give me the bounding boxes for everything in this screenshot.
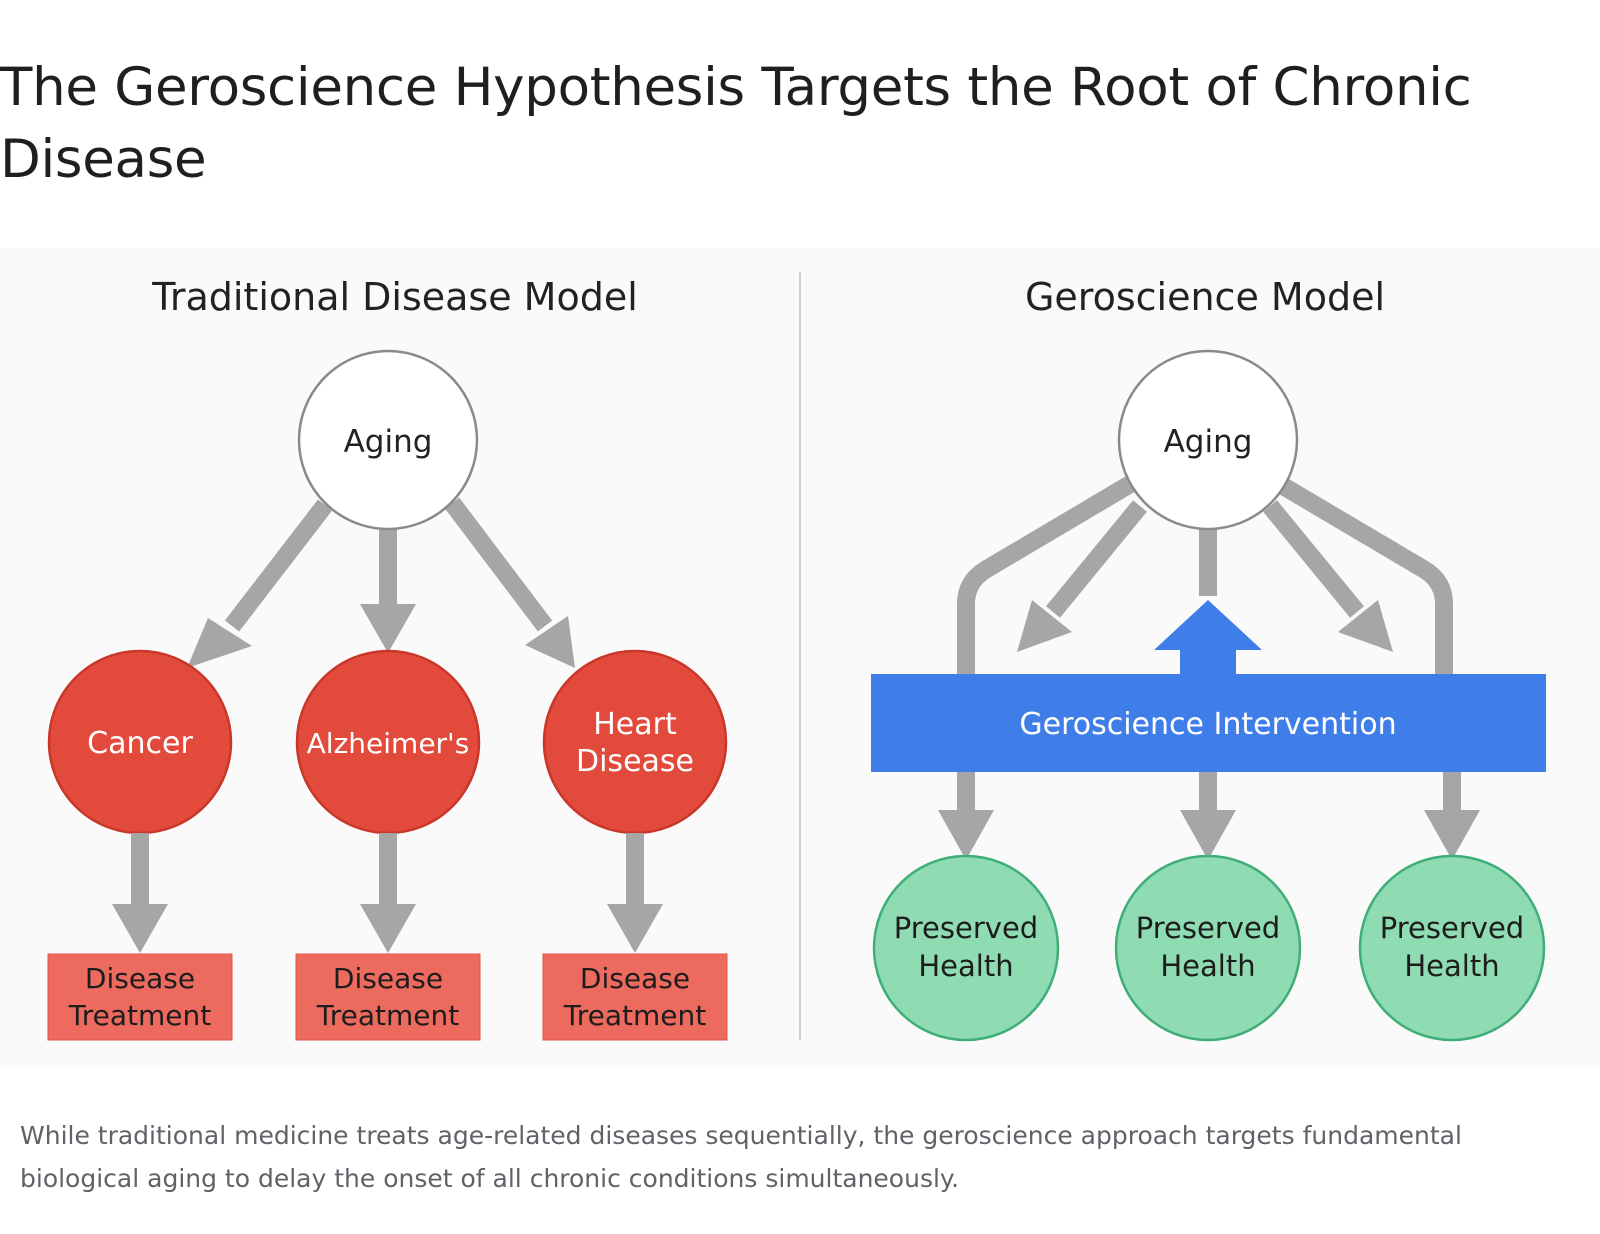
- right-outcome-arrows: [938, 772, 1480, 860]
- disease-label: Alzheimer's: [307, 727, 470, 760]
- diagram-canvas: Traditional Disease Model Aging Cancer A…: [47, 272, 1546, 1042]
- intervention-bar: Geroscience Intervention: [871, 674, 1546, 772]
- arrowhead-treatment: [607, 904, 663, 953]
- health-label: Health: [1160, 949, 1255, 983]
- arrowhead-outcome: [1424, 810, 1480, 860]
- page-title: The Geroscience Hypothesis Targets the R…: [0, 57, 1472, 190]
- treatment-label: Treatment: [316, 999, 459, 1032]
- treatment-label: Disease: [580, 962, 690, 995]
- health-node: Preserved Health: [872, 854, 1060, 1042]
- disease-node: Heart Disease: [542, 649, 728, 835]
- right-inner-arrows: [1017, 500, 1393, 652]
- health-node: Preserved Health: [1114, 854, 1302, 1042]
- left-aging-label: Aging: [344, 424, 433, 460]
- diagram-figure: Traditional Disease Model Aging Cancer A…: [0, 248, 1600, 1068]
- health-label: Health: [1404, 949, 1499, 983]
- disease-node: Alzheimer's: [295, 649, 481, 835]
- intervention-label: Geroscience Intervention: [1019, 707, 1396, 742]
- arrowhead-treatment: [112, 904, 168, 953]
- disease-label: Disease: [576, 744, 694, 779]
- figure-caption: While traditional medicine treats age-re…: [20, 1121, 1462, 1193]
- treatment-box: Disease Treatment: [295, 953, 481, 1041]
- intervention-up-arrow: [1154, 600, 1262, 676]
- right-panel-heading: Geroscience Model: [1025, 275, 1385, 319]
- arrowhead-heart: [525, 616, 575, 668]
- disease-label: Cancer: [87, 726, 193, 761]
- health-label: Preserved: [1380, 911, 1524, 945]
- left-treatment-arrows: [112, 833, 663, 953]
- arrowhead-inner-left: [1017, 600, 1072, 652]
- health-node: Preserved Health: [1358, 854, 1546, 1042]
- arrowhead-cancer: [187, 618, 252, 668]
- arrow-aging-outer-left: [957, 475, 1137, 678]
- arrowhead-outcome: [938, 810, 994, 860]
- treatment-label: Treatment: [68, 999, 211, 1032]
- treatment-label: Disease: [333, 962, 443, 995]
- arrowhead-treatment: [360, 904, 416, 953]
- left-aging-node: Aging: [297, 349, 479, 531]
- health-label: Preserved: [894, 911, 1038, 945]
- health-label: Preserved: [1136, 911, 1280, 945]
- right-aging-node: Aging: [1117, 349, 1299, 531]
- arrowhead-outcome: [1180, 810, 1236, 860]
- disease-label: Heart: [593, 707, 677, 742]
- treatment-box: Disease Treatment: [47, 953, 233, 1041]
- left-panel-heading: Traditional Disease Model: [151, 275, 638, 319]
- arrow-aging-to-heart: [444, 497, 553, 632]
- treatment-box: Disease Treatment: [542, 953, 728, 1041]
- arrowhead-inner-right: [1338, 600, 1393, 652]
- health-label: Health: [918, 949, 1013, 983]
- treatment-label: Disease: [85, 962, 195, 995]
- treatment-label: Treatment: [563, 999, 706, 1032]
- arrow-aging-to-cancer: [224, 499, 333, 632]
- arrow-aging-outer-right: [1273, 475, 1453, 678]
- disease-node: Cancer: [47, 649, 233, 835]
- left-aging-arrows: [187, 497, 575, 668]
- right-aging-label: Aging: [1164, 424, 1253, 460]
- arrow-aging-inner-right: [1263, 500, 1364, 618]
- right-outer-arrows: [957, 475, 1453, 678]
- arrow-aging-inner-left: [1046, 500, 1147, 618]
- arrowhead-alzheimers: [360, 604, 416, 653]
